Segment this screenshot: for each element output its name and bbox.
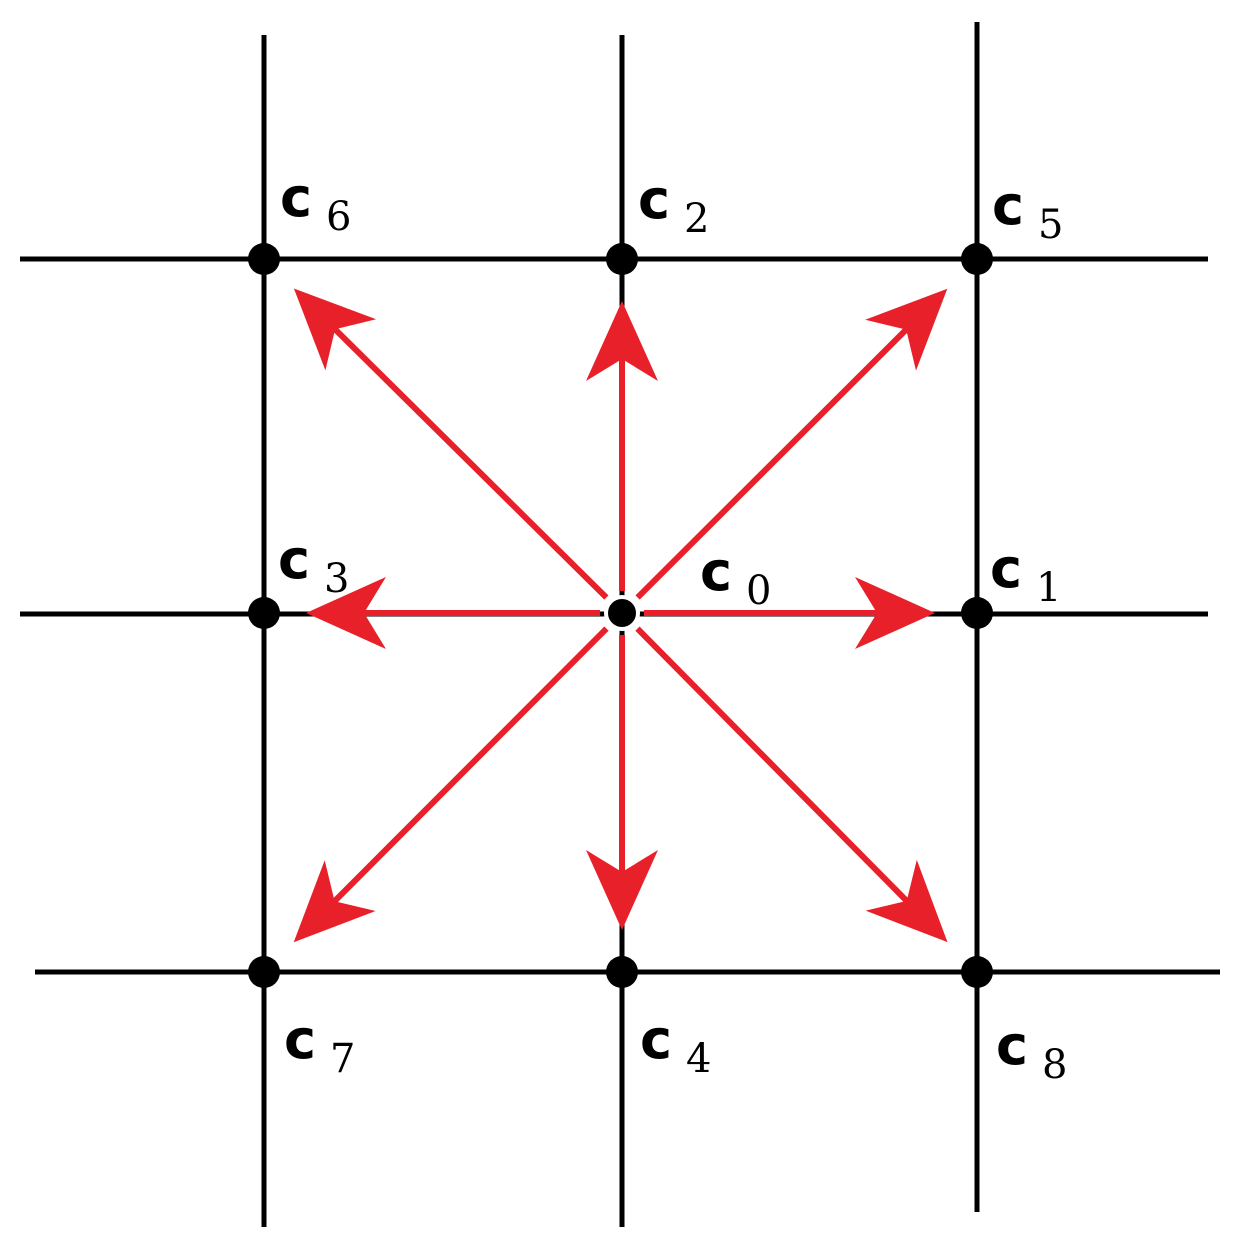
node-label-letter: c [640,1008,672,1071]
node-dot-c4 [606,956,638,988]
arrow-shaft [635,324,912,600]
node-label-index: 1 [1036,565,1061,611]
arrow-head [865,288,948,371]
arrow-head [306,577,386,649]
node-label-letter: c [996,1014,1028,1077]
node-dot-c6 [248,243,280,275]
node-dot-c5 [961,243,993,275]
arrow-c0-to-c3 [306,577,600,649]
arrow-head [586,301,658,381]
node-label-letter: c [284,1008,316,1071]
arrow-c0-to-c6 [293,288,609,600]
node-label-index: 3 [324,556,349,602]
arrow-c0-to-c2 [586,301,658,591]
node-label-index: 7 [330,1036,355,1082]
node-label-index: 0 [746,568,771,614]
arrow-c0-to-c1 [644,577,935,649]
node-label-index: 8 [1042,1042,1067,1088]
node-dot-c0 [604,595,640,631]
node-label-index: 2 [684,196,709,242]
arrow-c0-to-c5 [635,288,948,600]
arrow-head [586,850,658,930]
node-label-letter: c [990,537,1022,600]
node-label-letter: c [638,168,670,231]
arrow-head [855,577,935,649]
lattice-nodes [248,243,993,988]
node-dot-c3 [248,597,280,629]
node-label-letter: c [700,540,732,603]
node-dot-c1 [961,597,993,629]
node-label-letter: c [992,174,1024,237]
node-label-index: 6 [326,194,351,240]
arrow-shaft [330,324,609,600]
node-label-index: 5 [1038,202,1063,248]
node-dot-c2 [606,243,638,275]
arrow-head [293,288,377,371]
node-label-letter: c [280,166,312,229]
arrow-c0-to-c4 [586,635,658,930]
node-dot-c7 [248,956,280,988]
arrow-shaft [635,626,912,906]
node-label-index: 4 [686,1036,711,1082]
arrow-shaft [329,626,609,907]
arrow-head [293,860,376,943]
arrow-c0-to-c7 [293,626,609,943]
node-label-letter: c [278,528,310,591]
arrow-head [865,859,948,943]
velocity-arrows [293,288,948,943]
arrow-c0-to-c8 [635,626,948,943]
node-dot-c8 [961,956,993,988]
